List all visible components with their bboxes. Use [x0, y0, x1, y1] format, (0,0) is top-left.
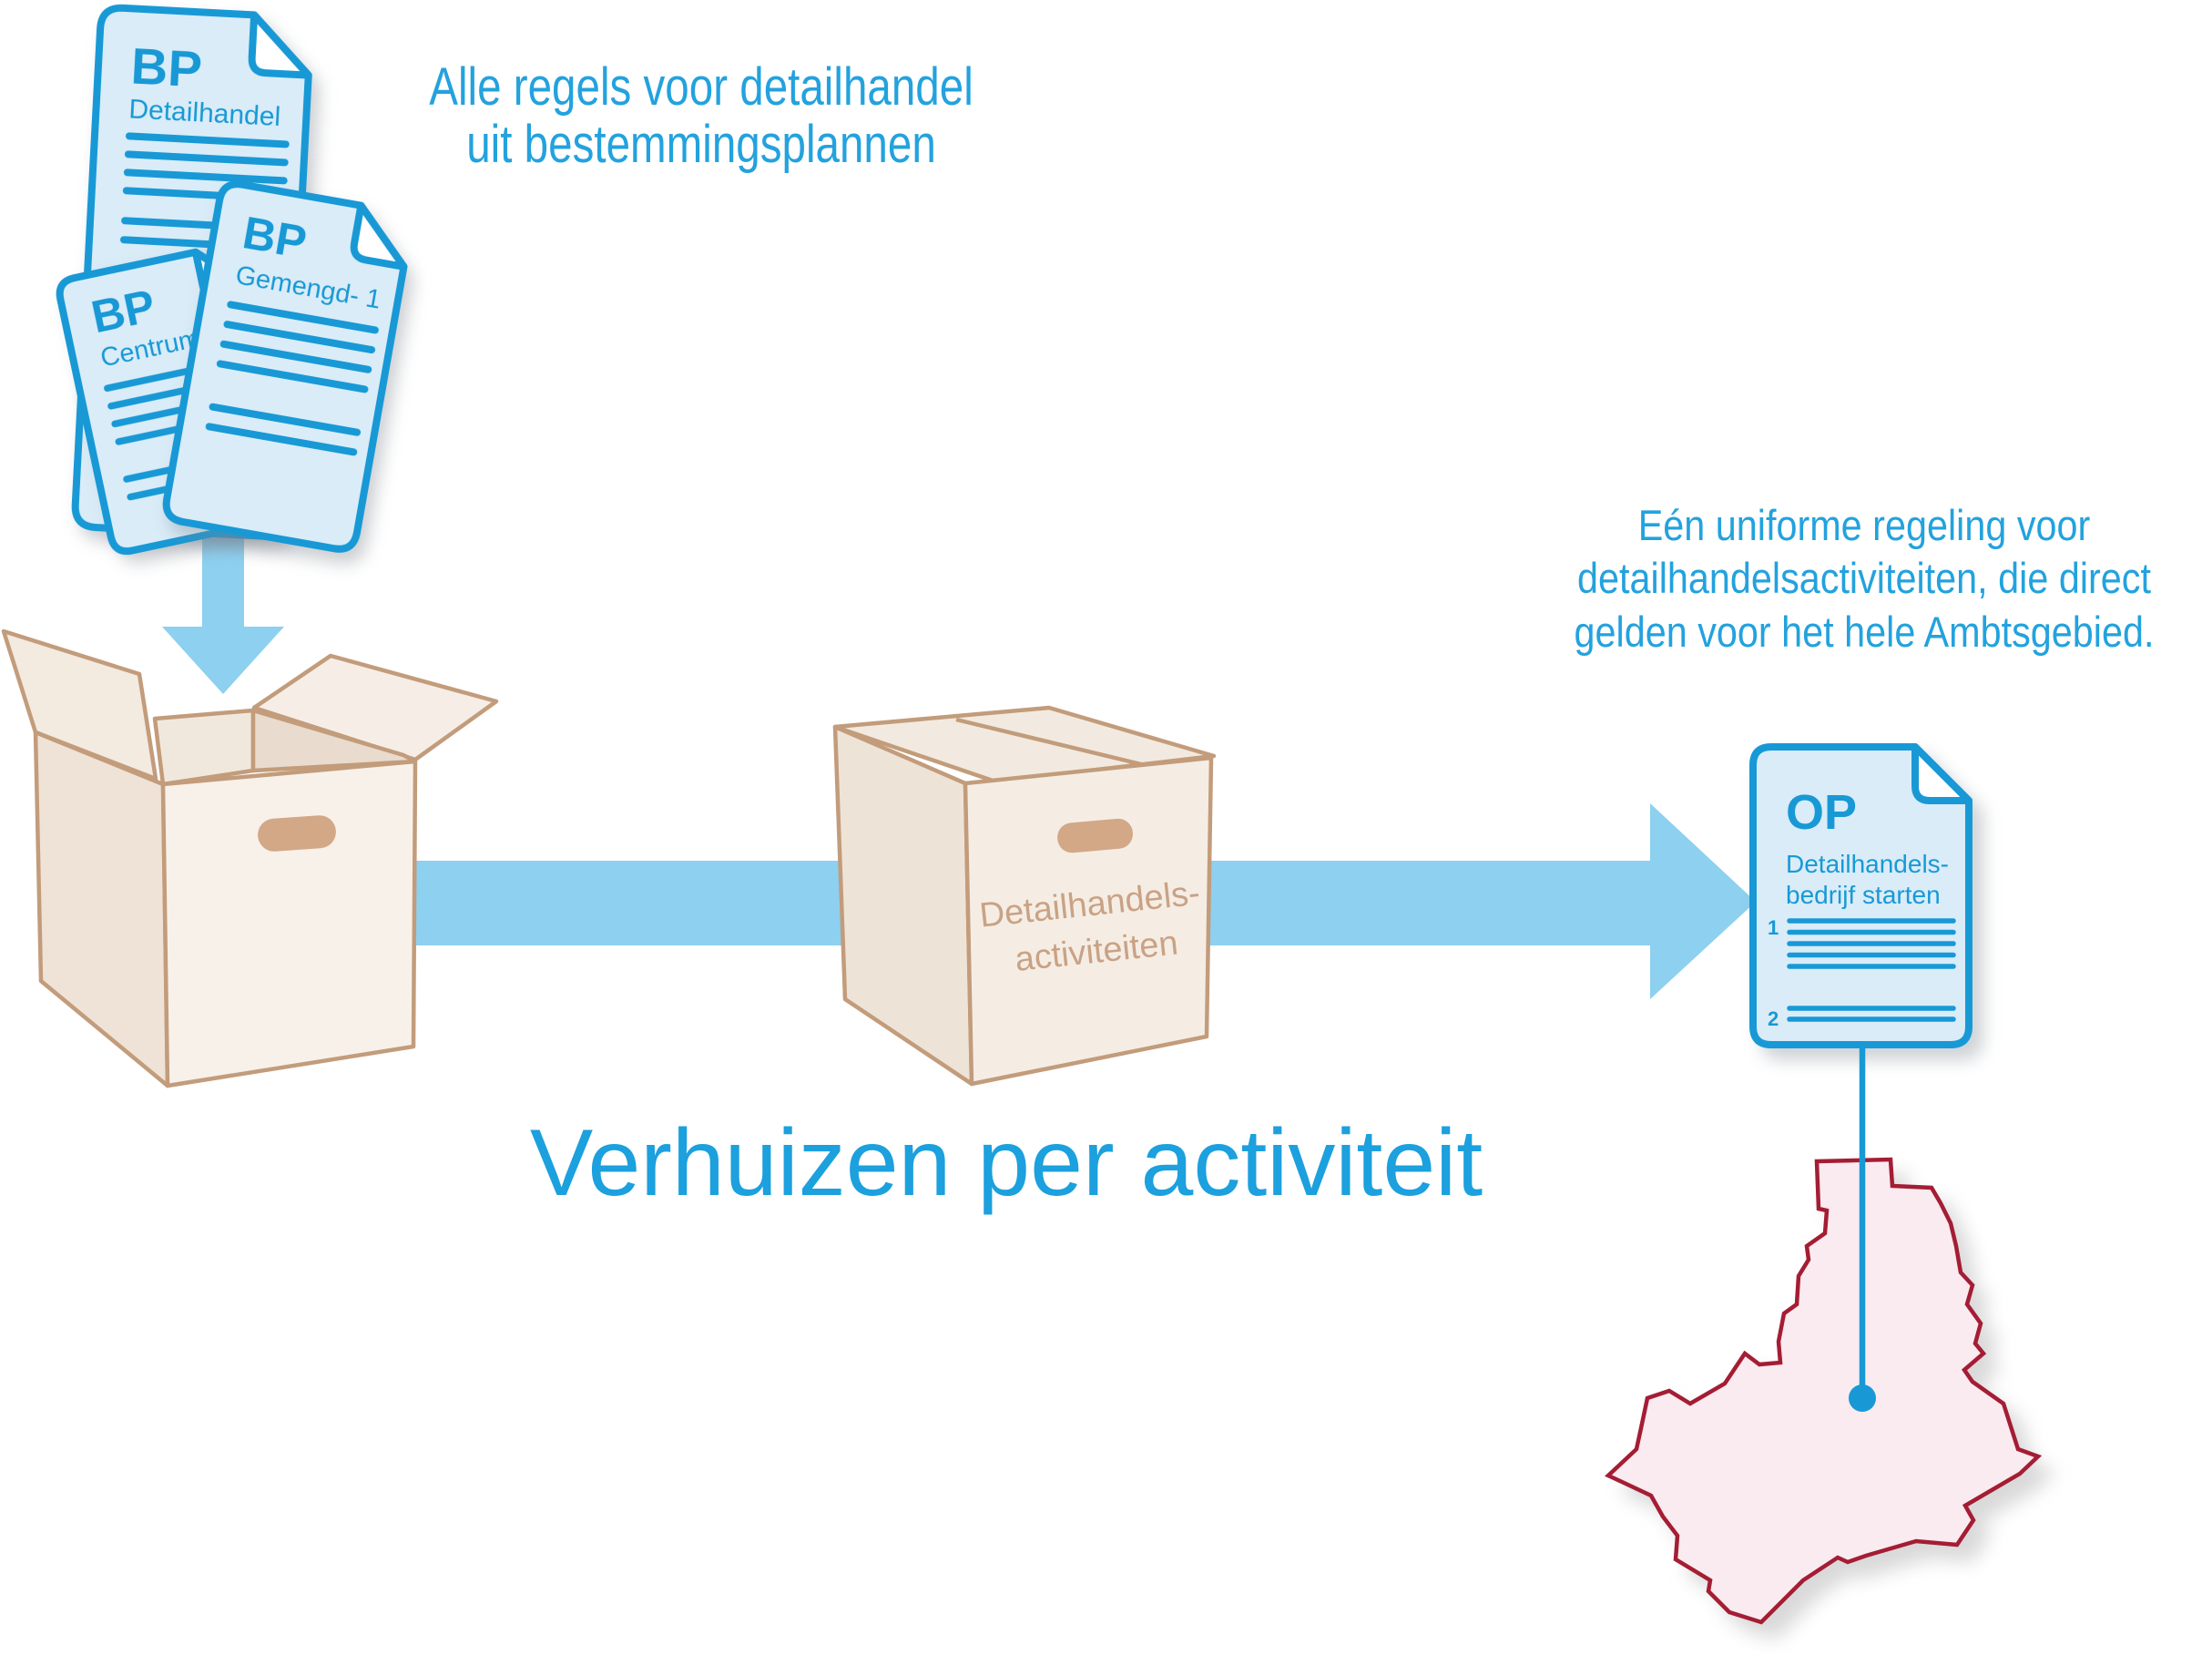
op-document-page [1749, 743, 1972, 1048]
closed-box-top-face [832, 705, 1217, 784]
op-section1-lines [1787, 918, 1956, 969]
open-box-inner-left-wall [152, 708, 256, 787]
top-annotation: Alle regels voor detailhandel uit bestem… [403, 57, 1000, 175]
bp1-badge: BP [129, 36, 203, 97]
map-connector [1849, 1041, 1876, 1412]
op-document-subtitle-line1: Detailhandels- [1786, 850, 1949, 878]
closed-box-handle [1057, 818, 1133, 853]
closed-box-front-face [963, 755, 1214, 1087]
open-box-left-flap [1, 628, 158, 781]
right-annotation-line3: gelden voor het hele Ambtsgebied. [1574, 607, 2155, 656]
bp2-lines [205, 301, 379, 456]
closed-box-top-seam [955, 717, 1146, 768]
right-annotation: Eén uniforme regeling voor detailhandels… [1540, 499, 2189, 659]
top-annotation-line1: Alle regels voor detailhandel [429, 57, 973, 117]
top-annotation-line2: uit bestemmingsplannen [466, 115, 936, 175]
op-document-fold-corner [1911, 743, 1972, 804]
down-arrow-shape [162, 483, 284, 694]
bp-document-gemengd: BP Gemengd- 1 [162, 180, 408, 553]
op-document-badge: OP [1786, 785, 1857, 840]
right-annotation-line2: detailhandelsactiviteiten, die direct [1577, 554, 2151, 603]
bp2-fold-corner [350, 201, 408, 271]
bp1-fold-corner [248, 11, 312, 79]
map-location-dot [1849, 1384, 1876, 1412]
op-section1-number: 1 [1768, 916, 1779, 939]
municipality-map [1605, 1157, 2043, 1625]
bp2-page [162, 180, 408, 553]
op-document: OP Detailhandels- bedrijf starten 1 2 [1749, 743, 1972, 1048]
closed-moving-box: Detailhandels- activiteiten [832, 705, 1217, 1087]
op-document-subtitle-line2: bedrijf starten [1786, 881, 1941, 909]
closed-box-left-face [832, 724, 974, 1087]
open-box-front-face [160, 759, 418, 1088]
op-section2-number: 2 [1768, 1007, 1779, 1030]
open-moving-box [1, 628, 499, 1088]
op-section2-lines [1787, 1006, 1956, 1022]
open-box-handle [258, 815, 336, 852]
bp2-badge: BP [240, 207, 311, 268]
page-title: Verhuizen per activiteit [529, 1110, 1483, 1216]
right-annotation-line1: Eén uniforme regeling voor [1637, 501, 2091, 549]
down-arrow-icon [162, 483, 284, 694]
open-box-left-face [33, 730, 170, 1088]
municipality-boundary [1605, 1157, 2043, 1625]
